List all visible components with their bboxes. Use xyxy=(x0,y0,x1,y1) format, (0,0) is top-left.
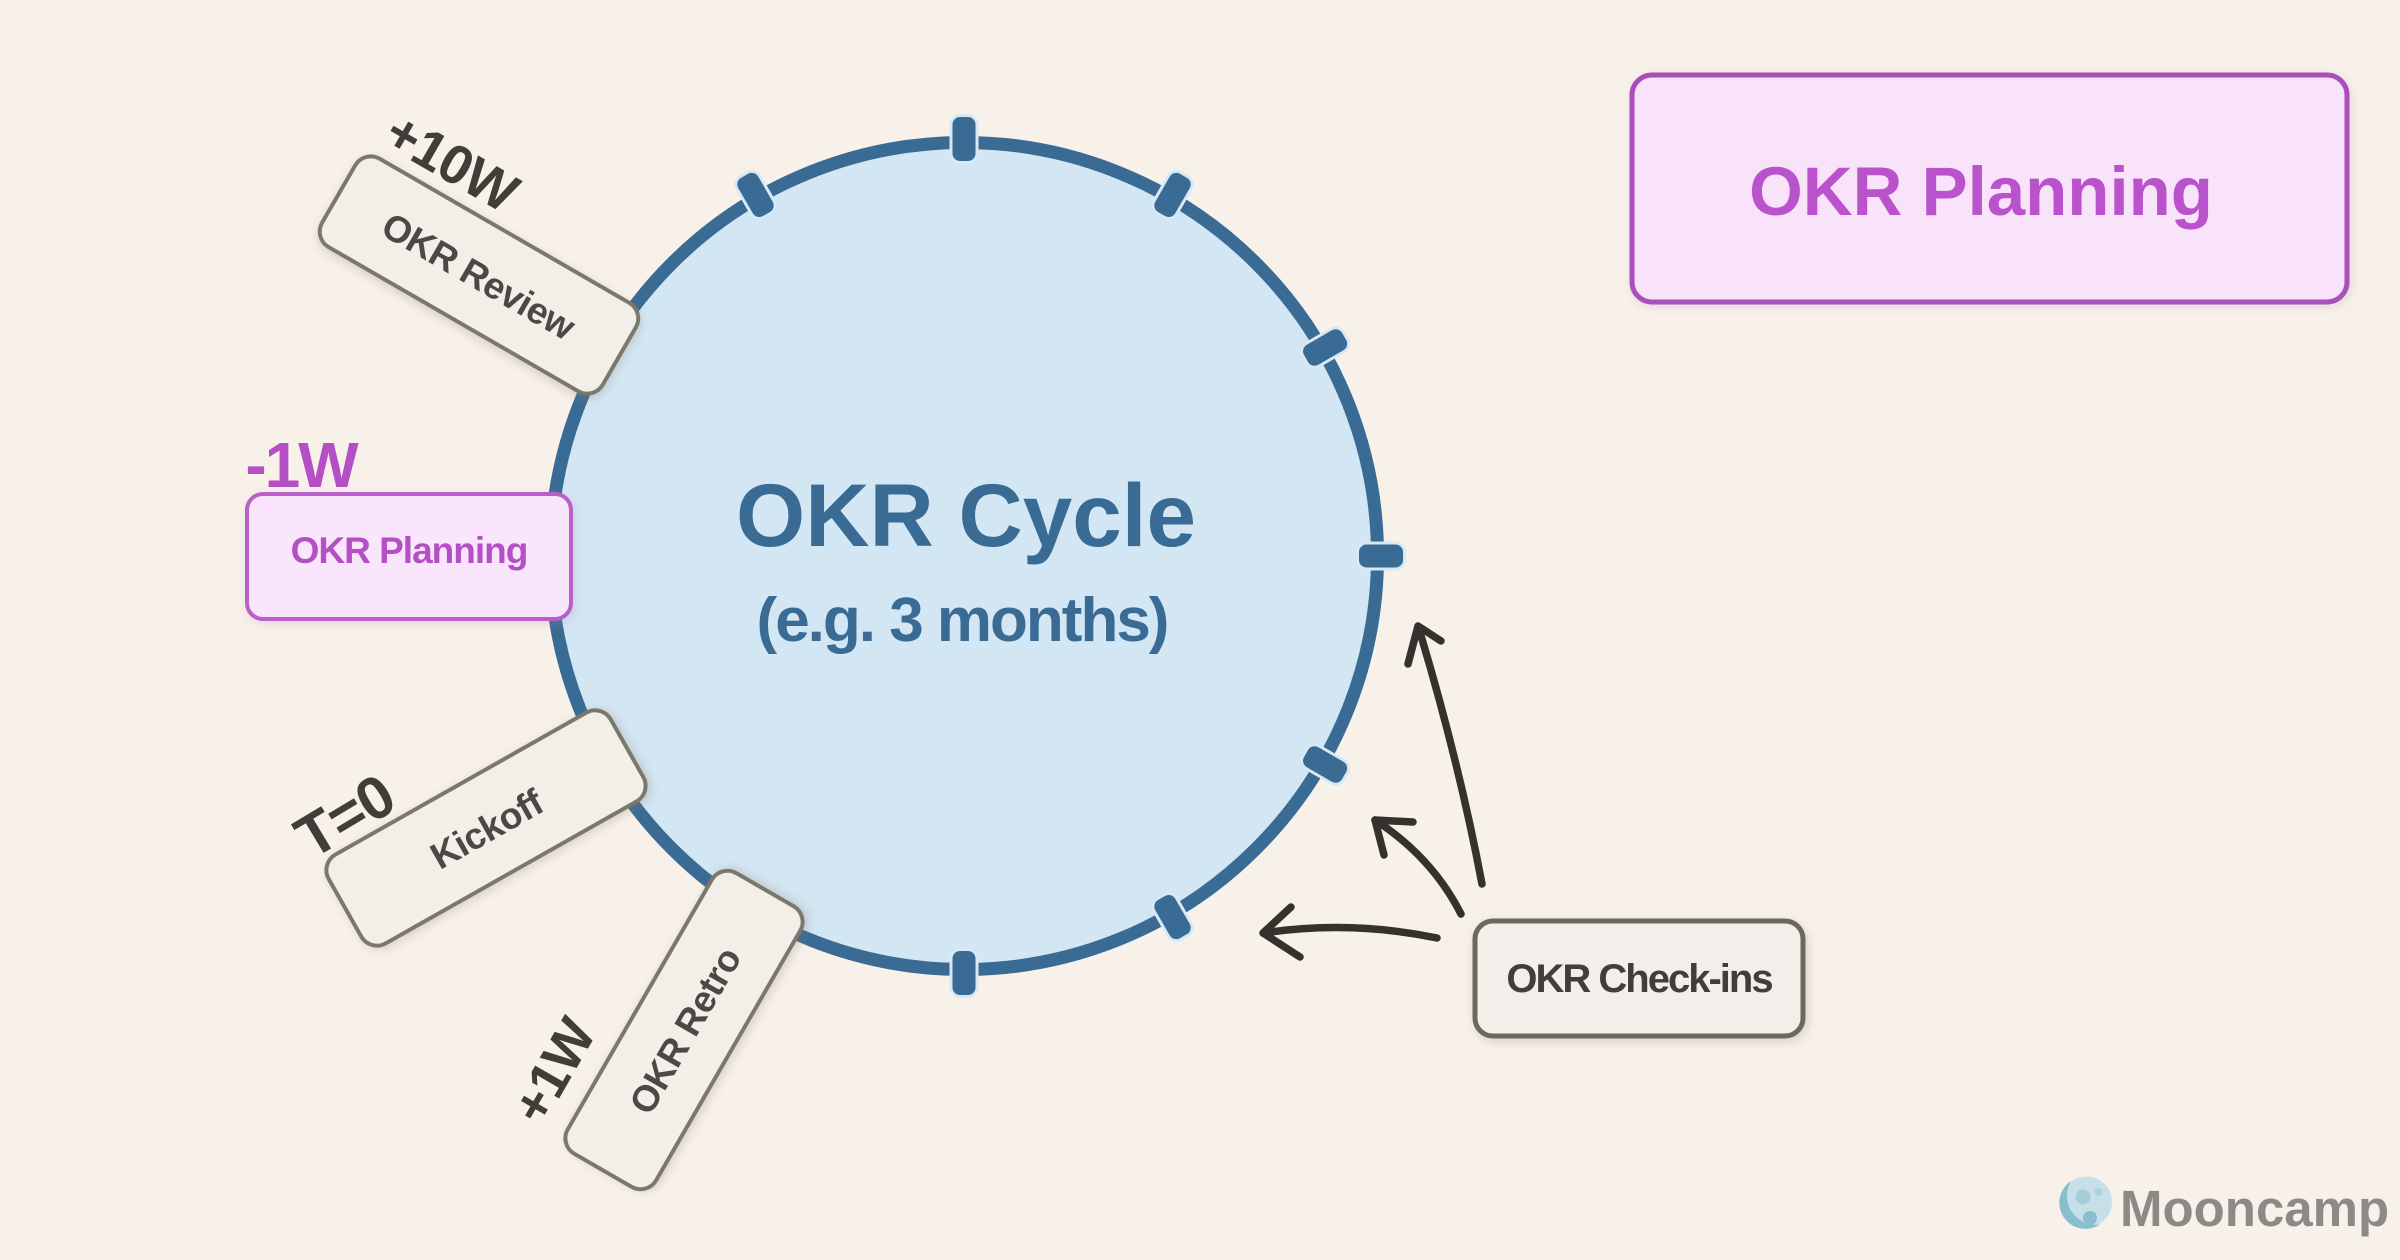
svg-text:OKR Cycle: OKR Cycle xyxy=(736,465,1196,565)
svg-text:OKR Check-ins: OKR Check-ins xyxy=(1506,957,1772,1001)
svg-text:OKR Planning: OKR Planning xyxy=(291,530,528,571)
svg-text:OKR Planning: OKR Planning xyxy=(1749,153,2213,230)
svg-text:Mooncamp: Mooncamp xyxy=(2120,1180,2389,1237)
svg-text:-1W: -1W xyxy=(245,429,359,501)
svg-text:(e.g. 3 months): (e.g. 3 months) xyxy=(757,586,1168,655)
